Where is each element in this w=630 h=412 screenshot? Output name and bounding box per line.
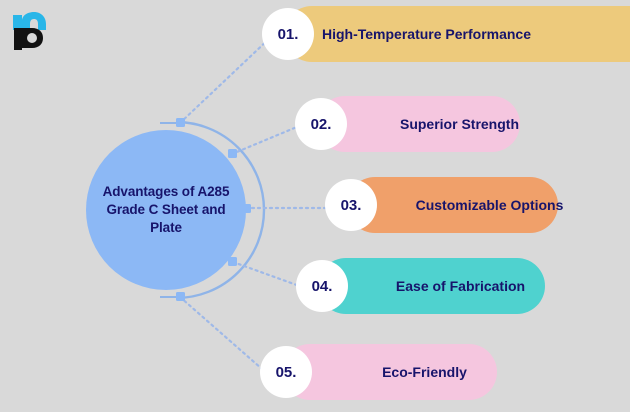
item-badge-1: 01. [262, 8, 314, 60]
item-pill-1 [284, 6, 630, 62]
item-number-2: 02. [310, 115, 332, 133]
connector-line-2 [230, 122, 306, 156]
connector-line-4 [231, 260, 307, 290]
item-badge-5: 05. [260, 346, 312, 398]
item-badge-2: 02. [295, 98, 347, 150]
item-label-4: Ease of Fabrication [395, 277, 526, 294]
connector-line-1 [178, 34, 274, 125]
connector-node-1 [176, 118, 185, 127]
item-number-5: 05. [275, 363, 297, 381]
brand-logo-icon [13, 12, 46, 50]
item-number-1: 01. [277, 25, 299, 43]
item-label-3: Customizable Options [415, 196, 564, 213]
item-badge-4: 04. [296, 260, 348, 312]
item-number-3: 03. [340, 196, 362, 214]
item-badge-3: 03. [325, 179, 377, 231]
list-item[interactable]: 02. Superior Strength [295, 96, 535, 152]
list-item[interactable]: 01. High-Temperature Performance [262, 6, 630, 62]
connector-node-4 [228, 257, 237, 266]
item-label-2: Superior Strength [399, 115, 519, 132]
hub-arc [175, 120, 266, 300]
item-number-4: 04. [311, 277, 333, 295]
list-item[interactable]: 03. Customizable Options [325, 177, 565, 233]
item-label-5: Eco-Friendly [382, 363, 467, 380]
connector-node-2 [228, 149, 237, 158]
hub-title: Advantages of A285 Grade C Sheet and Pla… [102, 183, 230, 236]
hub-circle: Advantages of A285 Grade C Sheet and Pla… [86, 130, 246, 290]
item-pill-4 [318, 258, 545, 314]
list-item[interactable]: 05. Eco-Friendly [260, 344, 500, 400]
item-pill-2 [317, 96, 520, 152]
connector-line-5 [178, 295, 272, 378]
list-item[interactable]: 04. Ease of Fabrication [296, 258, 545, 314]
item-label-1: High-Temperature Performance [321, 25, 531, 42]
item-pill-3 [347, 177, 558, 233]
brand-logo [10, 8, 62, 54]
connector-node-5 [176, 292, 185, 301]
item-pill-5 [282, 344, 497, 400]
